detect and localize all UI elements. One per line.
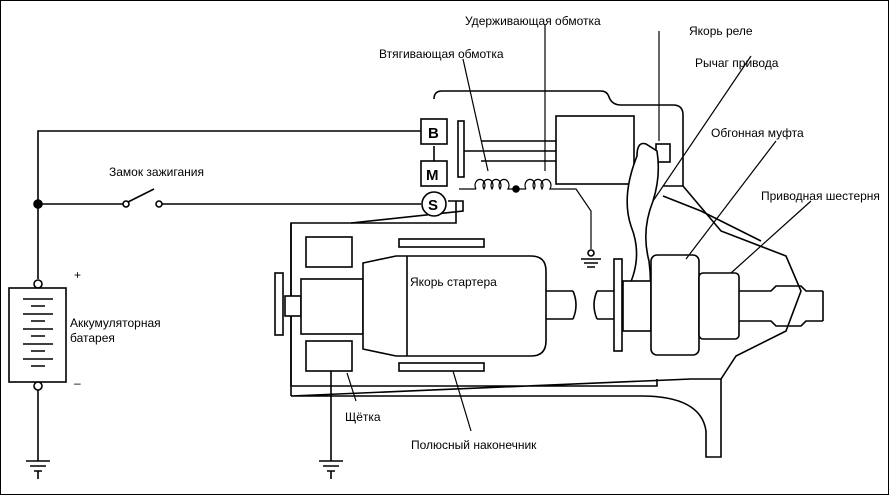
solenoid-core — [481, 140, 556, 162]
pinion-shaft — [739, 285, 824, 327]
pole-shoe-leader — [452, 370, 472, 432]
battery-plus: + — [74, 268, 81, 282]
solenoid-contact-plate — [457, 120, 556, 178]
armature-shaft — [546, 290, 577, 320]
drive-lever-label: Рычаг привода — [695, 56, 779, 70]
starter-armature-label: Якорь стартера — [410, 275, 497, 289]
ignition-switch-label: Замок зажигания — [109, 165, 204, 179]
solenoid-plunger — [555, 115, 635, 185]
battery-label: Аккумуляторная батарея — [70, 316, 164, 345]
pull-in-winding-leader — [462, 58, 489, 172]
drive-pinion — [698, 272, 740, 340]
svg-text:S: S — [428, 197, 438, 214]
brush-leader — [346, 372, 357, 402]
clutch-sleeve — [622, 280, 652, 332]
pull-in-winding-label: Втягивающая обмотка — [379, 47, 504, 61]
overrunning-clutch — [650, 254, 700, 356]
relay-armature-label: Якорь реле — [689, 24, 753, 38]
battery-symbol — [8, 279, 67, 461]
winding-junction — [512, 185, 520, 193]
terminal-s: S — [421, 191, 447, 217]
ground-symbol-solenoid — [581, 249, 601, 268]
ground-symbol-battery — [26, 460, 50, 479]
overrunning-clutch-label: Обгонная муфта — [711, 126, 804, 140]
holding-winding-coil — [519, 178, 592, 249]
brush-upper — [305, 236, 353, 268]
pole-shoe-label: Полюсный наконечник — [411, 438, 537, 452]
starter-armature — [362, 255, 547, 357]
rear-bearing-plate — [274, 272, 284, 336]
wire-junction — [33, 199, 43, 209]
commutator — [300, 278, 364, 335]
drive-pinion-label: Приводная шестерня — [761, 189, 880, 203]
ground-symbol-brush — [319, 460, 343, 479]
holding-winding-label: Удерживающая обмотка — [465, 14, 601, 28]
solenoid-housing — [433, 90, 684, 187]
clutch-washer — [613, 258, 623, 352]
drive-lever-leader — [652, 55, 752, 202]
pull-in-winding-coil — [459, 178, 513, 191]
drive-pinion-leader — [730, 200, 812, 274]
svg-text:B: B — [428, 125, 439, 142]
battery-minus: – — [74, 376, 81, 390]
ignition-switch-symbol — [122, 188, 163, 208]
terminal-b: B — [420, 118, 448, 145]
rear-shaft-end — [284, 295, 302, 317]
nose-housing — [662, 195, 762, 242]
pole-shoe-upper — [398, 238, 485, 248]
terminal-m: M — [420, 160, 448, 187]
nose-housing — [682, 185, 802, 380]
brush-label: Щётка — [345, 410, 381, 424]
output-shaft — [593, 290, 616, 320]
brush-lower — [305, 340, 353, 372]
pole-shoe-lower — [398, 362, 485, 372]
wire-s-to-housing — [350, 200, 464, 224]
svg-text:M: M — [426, 167, 439, 184]
wire-battery-to-b — [37, 130, 421, 279]
overrunning-clutch-leader — [685, 140, 777, 260]
